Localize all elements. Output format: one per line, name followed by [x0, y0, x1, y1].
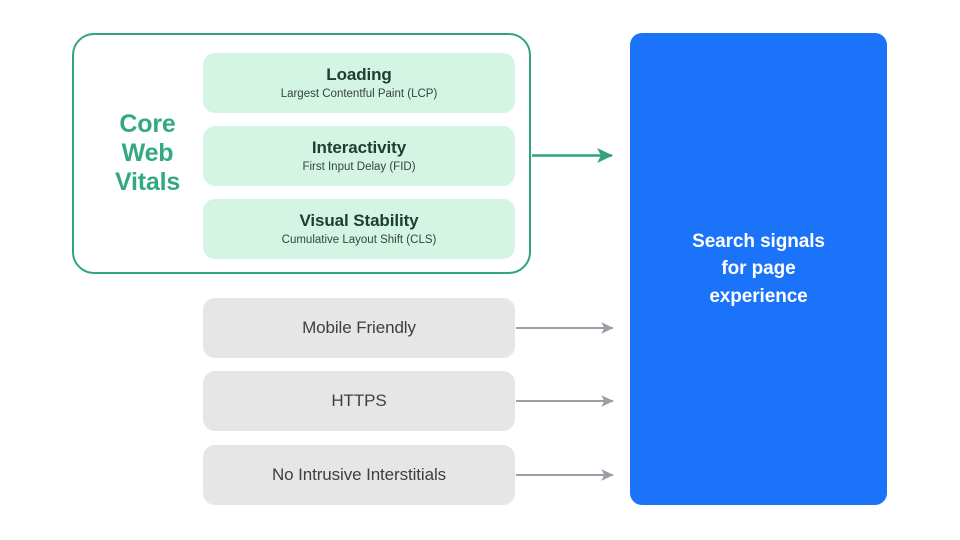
signal-label: HTTPS [331, 391, 387, 410]
core-web-vitals-group [72, 33, 531, 274]
signal-card-https[interactable]: HTTPS [203, 371, 515, 431]
output-box-label: Search signals for page experience [692, 230, 825, 307]
core-web-vitals-label: Core Web Vitals [100, 110, 195, 196]
metric-subtitle: Largest Contentful Paint (LCP) [280, 87, 438, 100]
metric-card-interactivity[interactable]: Interactivity First Input Delay (FID) [203, 126, 515, 186]
metric-card-loading[interactable]: Loading Largest Contentful Paint (LCP) [203, 53, 515, 113]
core-web-vitals-label-line-2: Web [121, 138, 174, 167]
signal-card-mobile-friendly[interactable]: Mobile Friendly [203, 298, 515, 358]
metric-title: Visual Stability [299, 211, 419, 231]
core-web-vitals-label-line-3: Vitals [114, 167, 181, 196]
output-box-search-signals[interactable]: Search signals for page experience [630, 33, 887, 505]
signal-label: Mobile Friendly [302, 318, 416, 337]
core-web-vitals-label-line-1: Core [119, 110, 176, 138]
signal-card-no-intrusive-interstitials[interactable]: No Intrusive Interstitials [203, 445, 515, 505]
metric-card-visual-stability[interactable]: Visual Stability Cumulative Layout Shift… [203, 199, 515, 259]
metric-subtitle: Cumulative Layout Shift (CLS) [281, 233, 437, 246]
metric-title: Interactivity [311, 138, 407, 158]
metric-title: Loading [326, 65, 392, 85]
signal-label: No Intrusive Interstitials [271, 465, 447, 484]
metric-subtitle: First Input Delay (FID) [302, 160, 416, 173]
